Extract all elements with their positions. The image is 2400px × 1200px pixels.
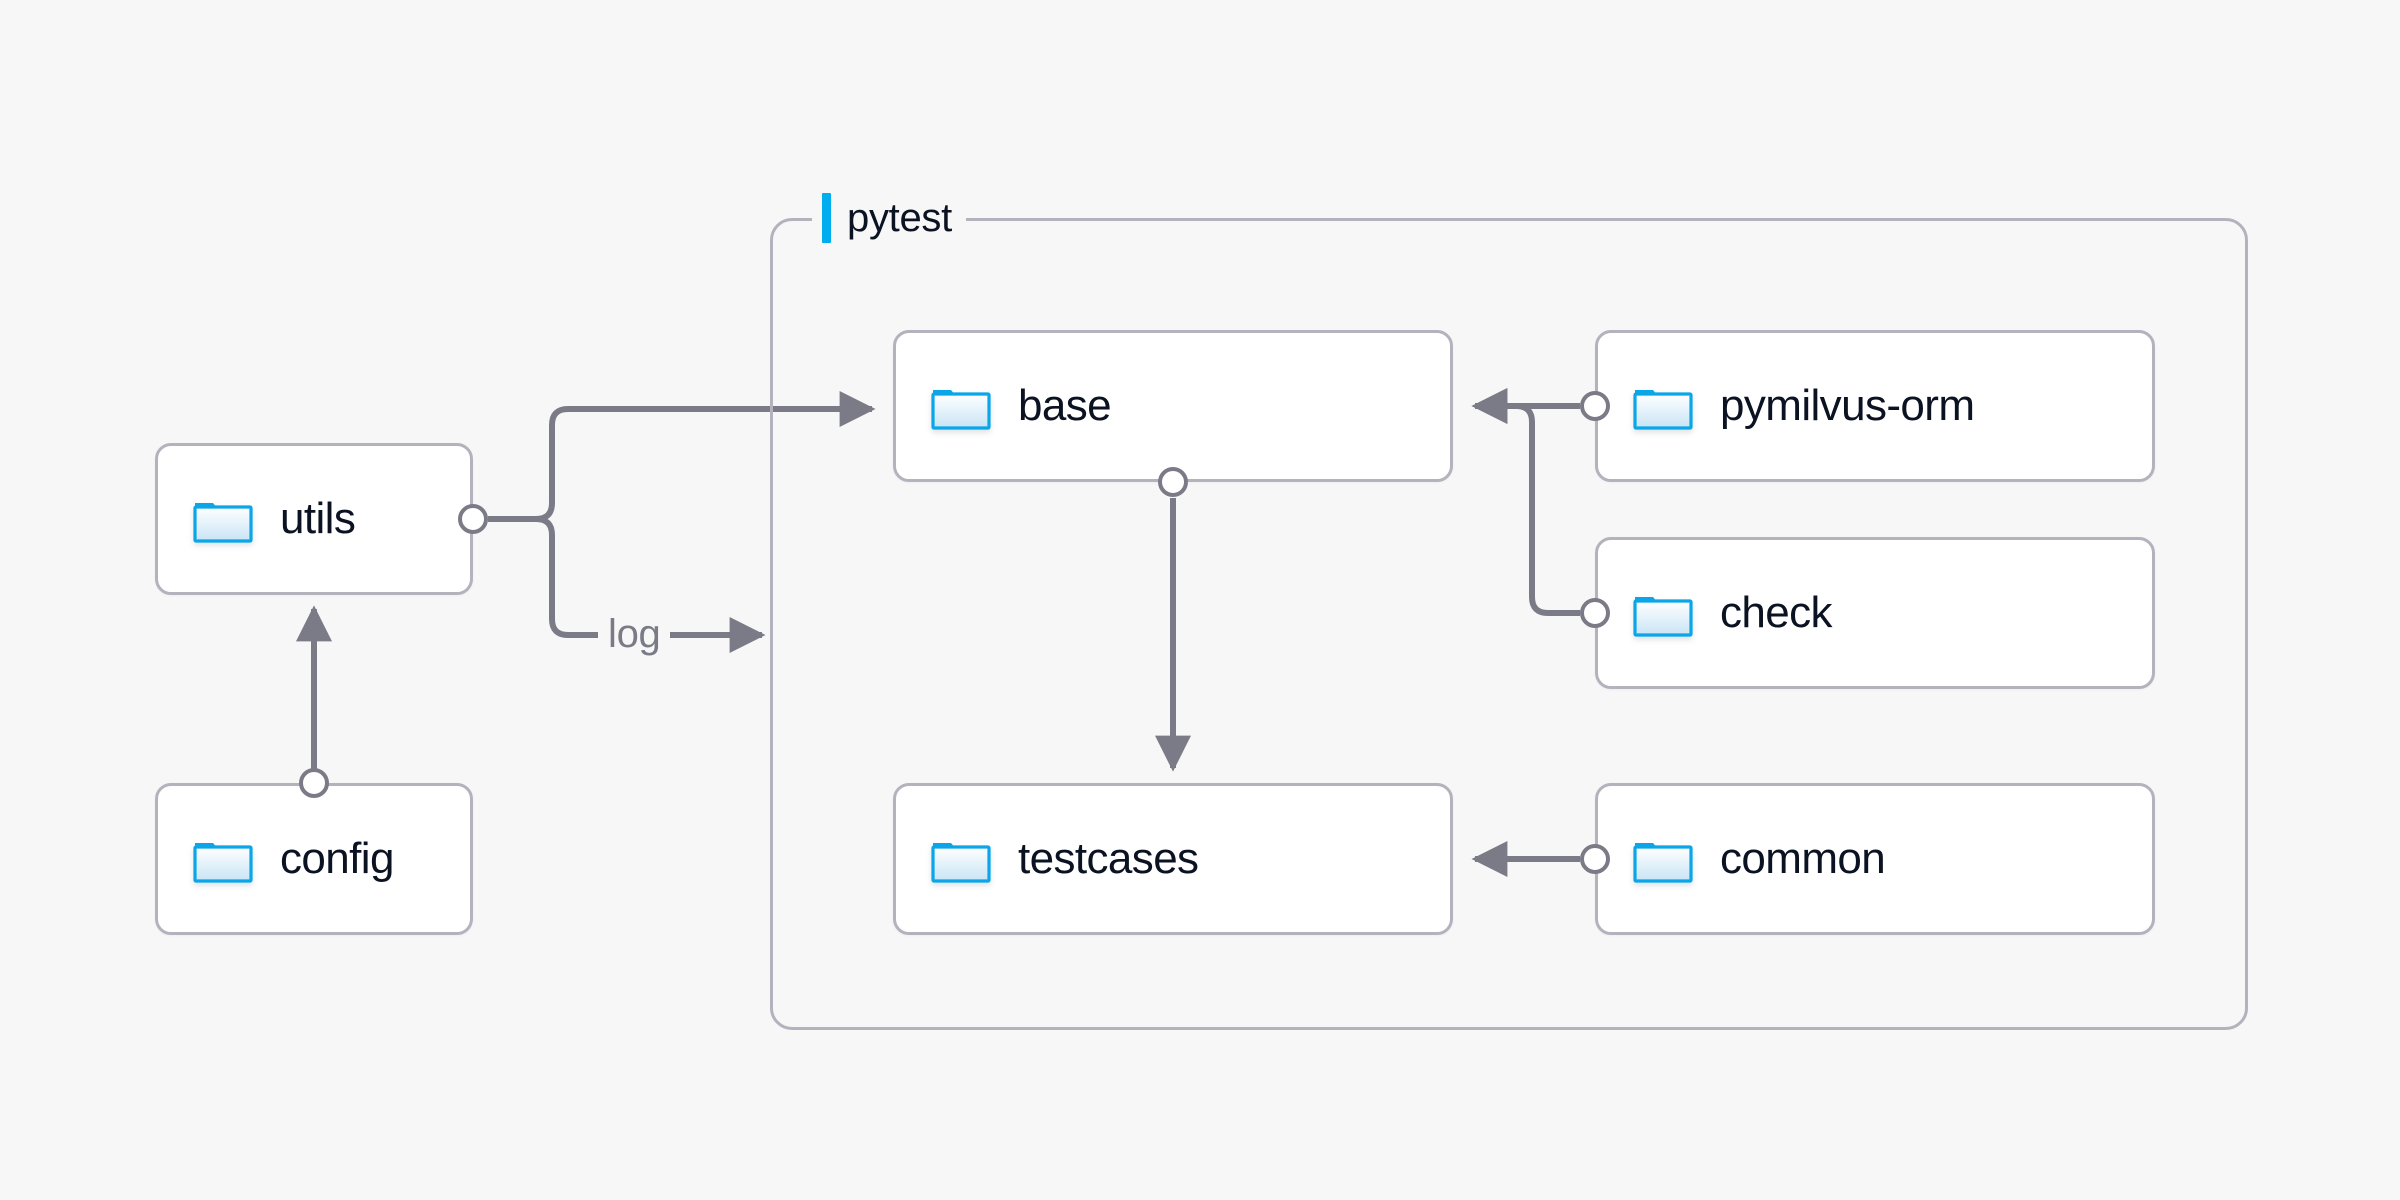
node-check-label: check [1720, 588, 1833, 637]
node-common-label: common [1720, 834, 1886, 883]
node-utils[interactable]: utils [155, 443, 473, 595]
port-utils-right[interactable] [458, 504, 488, 534]
folder-icon [1633, 390, 1693, 430]
node-common[interactable]: common [1595, 783, 2155, 935]
folder-icon [931, 390, 991, 430]
node-config[interactable]: config [155, 783, 473, 935]
port-check-left[interactable] [1580, 598, 1610, 628]
port-common-left[interactable] [1580, 844, 1610, 874]
folder-icon [1633, 843, 1693, 883]
port-pymilvus-orm-left[interactable] [1580, 391, 1610, 421]
node-pymilvus-orm-label: pymilvus-orm [1720, 381, 1975, 430]
node-config-label: config [280, 834, 394, 883]
node-testcases[interactable]: testcases [893, 783, 1453, 935]
node-pymilvus-orm[interactable]: pymilvus-orm [1595, 330, 2155, 482]
folder-icon [931, 843, 991, 883]
folder-icon [193, 503, 253, 543]
node-utils-label: utils [280, 494, 356, 543]
node-base-label: base [1018, 381, 1112, 430]
node-base[interactable]: base [893, 330, 1453, 482]
group-accent-bar [822, 193, 831, 243]
node-check[interactable]: check [1595, 537, 2155, 689]
folder-icon [193, 843, 253, 883]
group-pytest-title: pytest [847, 196, 952, 240]
group-pytest-header: pytest [812, 190, 966, 246]
node-testcases-label: testcases [1018, 834, 1199, 883]
folder-icon [1633, 597, 1693, 637]
port-config-top[interactable] [299, 768, 329, 798]
edge-label-log: log [598, 612, 671, 656]
port-base-bottom[interactable] [1158, 467, 1188, 497]
group-pytest[interactable] [770, 218, 2248, 1030]
